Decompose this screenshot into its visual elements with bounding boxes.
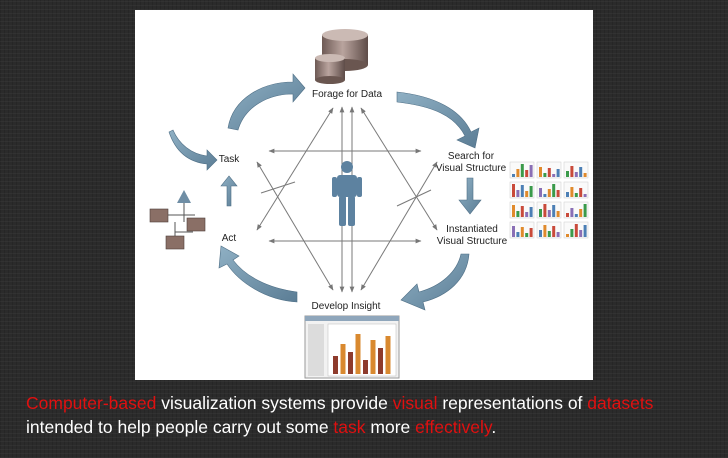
dashboard-screenshot-icon [304,315,400,379]
thumbnail [509,181,535,199]
caption-line-2: intended to help people carry out some t… [26,415,716,439]
dashboard-bar [333,356,338,374]
connector-arrows [256,106,438,293]
thumbnail [563,221,589,239]
thumbnail [563,161,589,179]
caption: Computer-based visualization systems pro… [26,391,716,439]
thumbnail [563,201,589,219]
caption-text: representations of [437,393,588,413]
node-instantiated-line1: Instantiated [446,224,498,235]
person-icon [332,161,362,226]
node-search-line1: Search for [448,151,495,162]
dashboard-bar [340,344,346,374]
caption-highlight: visual [392,393,438,413]
thumbnail [536,161,562,179]
cycle-arrows [168,73,482,311]
visual-structure-thumbnails [509,161,589,239]
caption-text: more [365,417,416,437]
dashboard-bar [385,336,391,374]
thumbnail [563,181,589,199]
caption-text: visualization systems provide [156,393,393,413]
caption-line-1: Computer-based visualization systems pro… [26,391,716,415]
caption-highlight: effectively [415,417,492,437]
thumbnail [536,221,562,239]
caption-highlight: datasets [587,393,654,413]
thumbnail [509,221,535,239]
caption-highlight: task [333,417,366,437]
thumbnail [509,161,535,179]
visualization-process-diagram: Forage for Data Search for Visual Struct… [135,10,593,380]
dashboard-bar [370,340,376,374]
thumbnail [536,181,562,199]
caption-text: . [491,417,497,437]
thumbnail [536,201,562,219]
dashboard-bar [348,352,353,374]
node-instantiated-line2: Visual Structure [437,236,508,247]
dashboard-bar [355,334,361,374]
caption-highlight: Computer-based [26,393,157,413]
node-task: Task [219,154,241,165]
thumbnail [509,201,535,219]
flowchart-icon [149,190,206,250]
node-forage-for-data: Forage for Data [312,89,382,100]
node-develop-insight: Develop Insight [312,301,381,312]
dashboard-bar [378,348,383,374]
database-icon [315,29,368,84]
caption-text: intended to help people carry out some [26,417,334,437]
node-act: Act [222,233,237,244]
dashboard-bar [363,360,368,374]
node-search-line2: Visual Structure [436,163,507,174]
